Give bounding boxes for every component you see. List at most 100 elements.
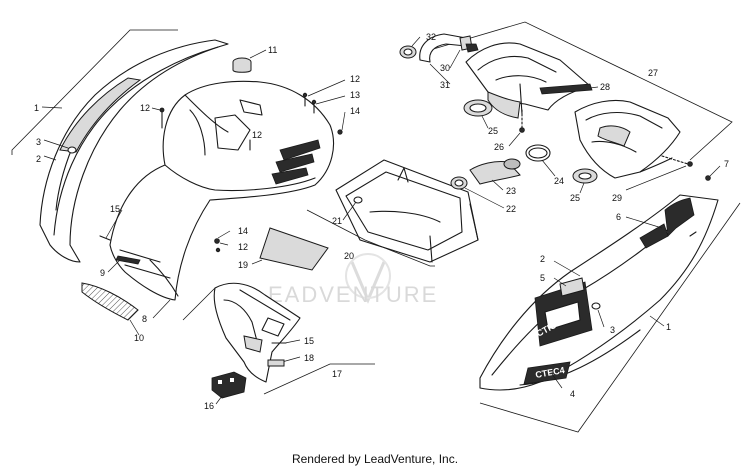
callout-14-b: 14 (238, 226, 248, 236)
bracket-1-right (479, 202, 741, 433)
callout-2-right: 2 (540, 254, 545, 264)
callout-26: 26 (494, 142, 504, 152)
leader-32 (411, 36, 421, 47)
callout-11: 11 (268, 45, 277, 55)
intake-silencer-upper-part (465, 42, 591, 119)
bracket-20 (306, 209, 435, 267)
callout-12-b: 12 (350, 74, 360, 84)
callout-22: 22 (506, 204, 516, 214)
right-side-panel-part (479, 194, 719, 391)
callout-15-b: 15 (304, 336, 314, 346)
callout-labels: 1 3 2 12 11 12 13 14 12 15 14 12 19 9 8 … (34, 32, 729, 411)
leader-4 (551, 373, 563, 389)
breather-hose-part (419, 33, 479, 63)
leader-15-b (284, 339, 301, 344)
callout-7: 7 (724, 159, 729, 169)
leader-19 (251, 259, 263, 265)
callout-16: 16 (204, 401, 214, 411)
hose-clamp-inner (528, 147, 548, 159)
callout-19: 19 (238, 260, 248, 270)
callout-25-a: 25 (488, 126, 498, 136)
leader-30 (449, 49, 461, 69)
watermark-text: EADVENTURE (268, 282, 438, 307)
leader-25-b (579, 182, 585, 194)
bracket-17-bottom (263, 363, 375, 395)
callout-12-c: 12 (252, 130, 262, 140)
callout-6: 6 (616, 212, 621, 222)
leader-1-right (649, 315, 665, 327)
flange-seal-a-hole (469, 103, 487, 113)
leader-29 (625, 165, 687, 191)
lower-belly-pan-part (213, 282, 301, 383)
callout-28: 28 (600, 82, 610, 92)
leader-22 (464, 187, 505, 209)
leader-14-b (217, 230, 231, 239)
callout-9: 9 (100, 268, 105, 278)
fastener-29-guide (661, 155, 689, 165)
callout-17: 17 (332, 369, 342, 379)
leader-15-a (105, 209, 123, 239)
gasket-28-part (539, 83, 593, 95)
leader-13 (315, 95, 346, 105)
fastener-7-part (705, 175, 711, 181)
callout-12-d: 12 (238, 242, 248, 252)
callout-23: 23 (506, 186, 516, 196)
leader-11 (249, 49, 267, 59)
bracket-1-left (11, 29, 178, 155)
leader-12-b (307, 79, 346, 97)
leader-3-left (43, 139, 69, 149)
leader-25-a (481, 115, 489, 129)
bracket-27 (429, 21, 733, 161)
leader-10 (129, 319, 140, 336)
fastener-29-part (687, 161, 693, 167)
intake-silencer-lower-part (574, 99, 681, 179)
callout-21: 21 (332, 216, 342, 226)
clip-18-part (267, 359, 285, 367)
leader-3-right (597, 309, 605, 328)
leader-5 (553, 277, 567, 287)
callout-18: 18 (304, 353, 314, 363)
leader-14-a (341, 111, 346, 131)
watermark-logo (345, 253, 391, 304)
callout-15-a: 15 (110, 204, 120, 214)
leader-8 (152, 299, 171, 319)
leader-18 (281, 356, 301, 363)
air-box-part (335, 159, 479, 263)
intake-duct-part (469, 158, 521, 185)
clamp-ring-hole (454, 179, 464, 187)
callout-20: 20 (344, 251, 354, 261)
callout-5: 5 (540, 273, 545, 283)
bracket-17-left (182, 287, 216, 321)
leader-24 (541, 159, 556, 177)
leader-12-a (151, 107, 161, 111)
callout-10: 10 (134, 333, 144, 343)
fastener-15-a (99, 235, 111, 241)
screw-hardware-part (159, 92, 343, 253)
leader-9 (107, 259, 121, 273)
leader-12-c (219, 242, 229, 246)
callout-29: 29 (612, 193, 622, 203)
leader-31 (429, 63, 451, 85)
callout-3-right: 3 (610, 325, 615, 335)
leader-7 (709, 165, 721, 177)
leader-21 (342, 201, 357, 221)
callout-25-b: 25 (570, 193, 580, 203)
mount-bracket-part (211, 371, 247, 399)
callout-31: 31 (440, 80, 450, 90)
callout-1-right: 1 (666, 322, 671, 332)
leader-2-right (553, 260, 581, 277)
hose-clamp-32-part (399, 45, 417, 59)
callout-32: 32 (426, 32, 436, 42)
callout-12-a: 12 (140, 103, 150, 113)
front-hood-part (109, 80, 334, 301)
callout-14-a: 14 (350, 106, 360, 116)
leader-1-left (41, 106, 63, 109)
callout-2-left: 2 (36, 154, 41, 164)
callout-24: 24 (554, 176, 564, 186)
lower-screen-part (81, 255, 141, 321)
leader-23 (491, 179, 504, 191)
leader-16 (215, 395, 223, 405)
flange-seal-b-hole (578, 172, 592, 180)
callout-1-left: 1 (34, 103, 39, 113)
